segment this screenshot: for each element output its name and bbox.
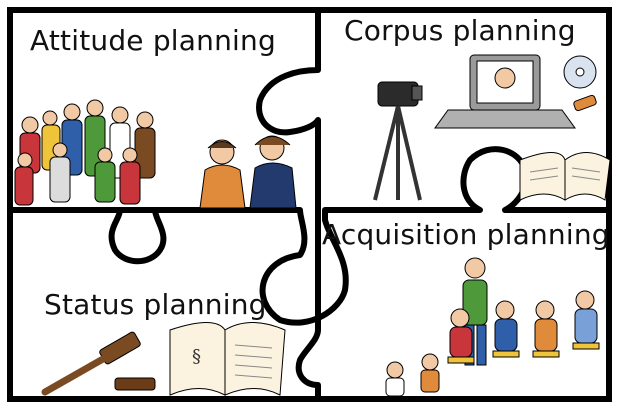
svg-text:§: § xyxy=(192,346,201,367)
open-book-illustration xyxy=(519,152,611,201)
vertical-seam-bottom xyxy=(295,210,321,399)
crowd-illustration xyxy=(14,99,156,206)
acquisition-planning-label: Acquisition planning xyxy=(322,218,610,251)
classroom-illustration xyxy=(385,257,600,397)
camera-tripod-illustration xyxy=(373,81,423,201)
puzzle-border xyxy=(7,7,612,402)
law-book-illustration: § xyxy=(169,322,286,396)
attitude-planning-label: Attitude planning xyxy=(30,24,276,57)
gavel-illustration xyxy=(41,331,156,396)
vertical-seam-top xyxy=(256,10,321,210)
status-knob xyxy=(10,207,167,265)
dvd-illustration xyxy=(563,55,597,112)
status-planning-label: Status planning xyxy=(44,288,267,321)
laptop-illustration xyxy=(434,54,576,129)
conversation-illustration xyxy=(199,135,297,209)
corpus-planning-label: Corpus planning xyxy=(344,14,576,47)
